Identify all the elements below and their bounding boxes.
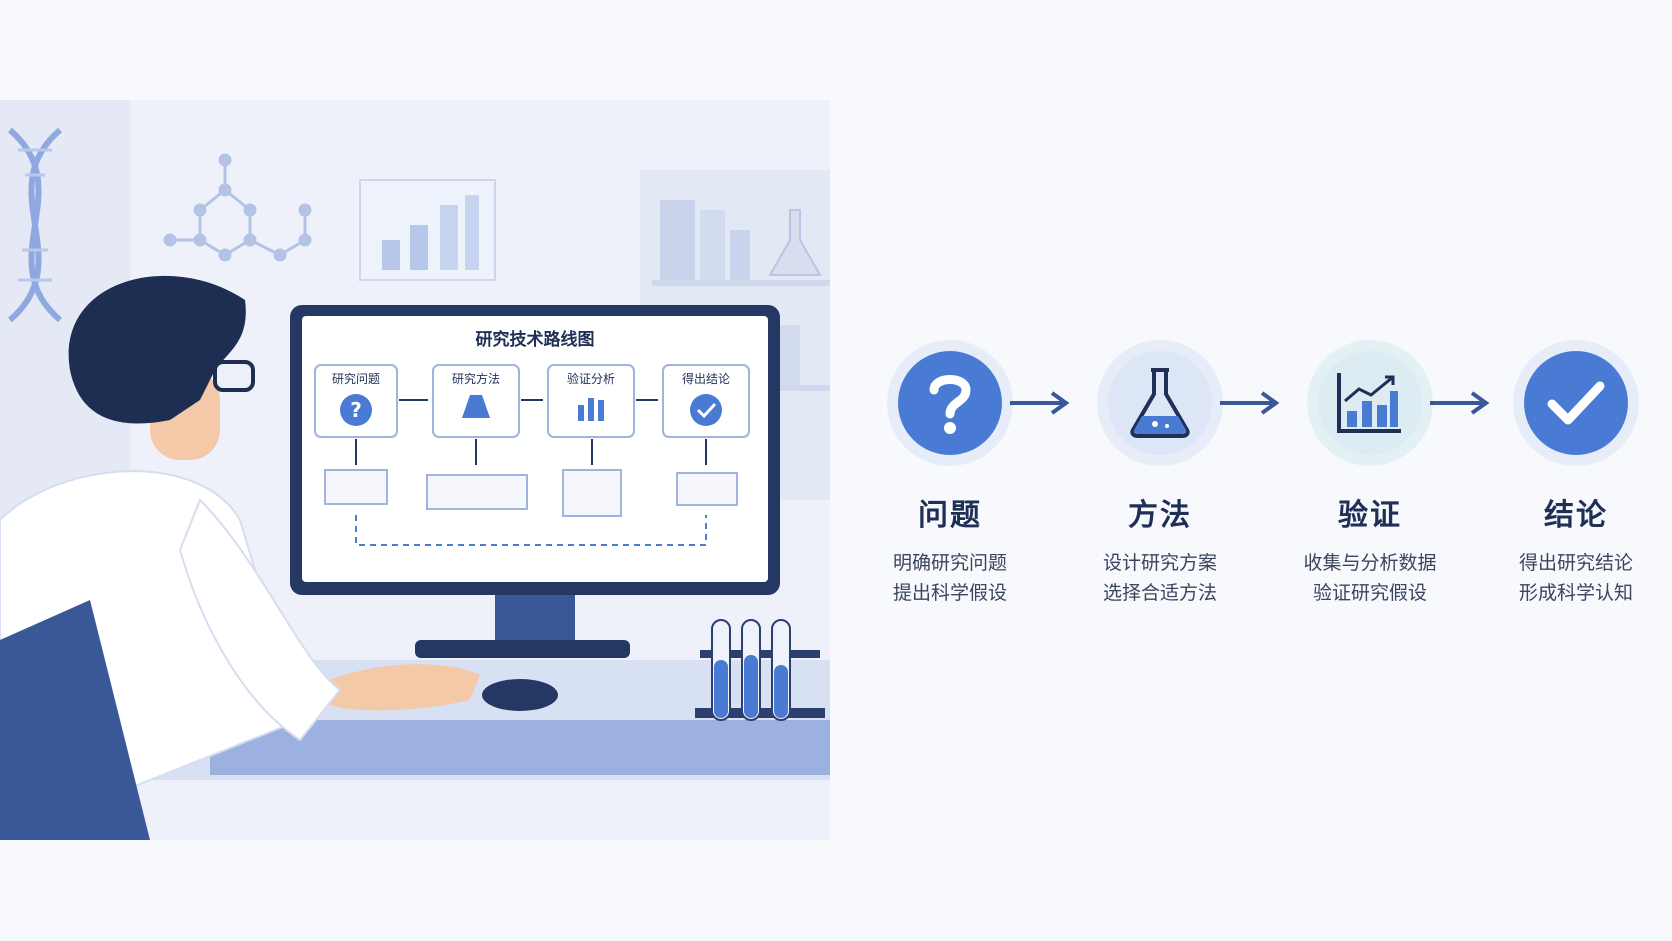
illustration-scene: ? 研究技术路线图 研究问题 研究方法 验证分析 得出结论	[0, 100, 830, 840]
screen-box-label: 研究问题	[332, 371, 380, 386]
monitor-title: 研究技术路线图	[476, 329, 595, 350]
monitor-screen	[302, 316, 768, 582]
step-desc-line: 收集与分析数据	[1303, 552, 1437, 574]
step-desc-line: 提出科学假设	[892, 582, 1007, 604]
step-desc: 设计研究方案 选择合适方法	[1070, 548, 1250, 608]
svg-text:?: ?	[350, 398, 362, 422]
step-desc-line: 得出研究结论	[1518, 552, 1633, 574]
screen-question-icon	[340, 394, 372, 426]
step-desc-line: 选择合适方法	[1102, 582, 1217, 604]
screen-chart-icon	[578, 405, 584, 421]
researcher-illustration: ? 研究技术路线图 研究问题 研究方法 验证分析 得出结论	[0, 100, 830, 840]
screen-box-label: 得出结论	[682, 371, 730, 386]
screen-note	[324, 469, 388, 505]
screen-box-label: 验证分析	[567, 371, 615, 386]
step-desc: 明确研究问题 提出科学假设	[860, 548, 1040, 608]
step-desc-line: 设计研究方案	[1102, 552, 1217, 574]
step-method: 方法 设计研究方案 选择合适方法	[1070, 340, 1250, 608]
test-tubes-icon	[695, 619, 825, 721]
check-icon	[1524, 351, 1628, 455]
flask-icon	[1108, 351, 1212, 455]
step-desc-line: 验证研究假设	[1312, 582, 1427, 604]
screen-box-label: 研究方法	[452, 371, 500, 386]
step-circle	[1307, 340, 1433, 466]
step-desc-line: 形成科学认知	[1518, 582, 1633, 604]
step-circle	[887, 340, 1013, 466]
arrow-right-icon	[1430, 391, 1490, 415]
hair	[68, 275, 246, 424]
process-steps: 问题 明确研究问题 提出科学假设 方法 设计研究方案 选择合适方法 验证 收集与…	[860, 340, 1650, 640]
step-desc-line: 明确研究问题	[892, 552, 1007, 574]
step-circle	[1097, 340, 1223, 466]
step-verify: 验证 收集与分析数据 验证研究假设	[1280, 340, 1460, 608]
step-question: 问题 明确研究问题 提出科学假设	[860, 340, 1040, 608]
mouse-icon	[482, 679, 558, 711]
monitor	[290, 305, 780, 658]
step-desc: 得出研究结论 形成科学认知	[1486, 548, 1666, 608]
chart-icon	[1318, 351, 1422, 455]
screen-check-icon	[690, 394, 722, 426]
molecule-icon	[163, 153, 312, 262]
shelf-flask-icon	[768, 209, 822, 276]
hand	[330, 664, 480, 711]
researcher	[0, 275, 558, 840]
chair	[0, 600, 150, 840]
arrow-right-icon	[1220, 391, 1280, 415]
feedback-loop	[355, 515, 707, 546]
step-conclusion: 结论 得出研究结论 形成科学认知	[1486, 340, 1666, 608]
step-circle	[1513, 340, 1639, 466]
step-title: 结论	[1544, 498, 1608, 533]
screen-flask-icon	[462, 395, 490, 418]
dna-icon	[8, 127, 62, 323]
step-desc: 收集与分析数据 验证研究假设	[1280, 548, 1460, 608]
question-icon	[898, 351, 1002, 455]
step-title: 问题	[918, 498, 982, 533]
step-title: 方法	[1128, 498, 1192, 533]
arrow-right-icon	[1010, 391, 1070, 415]
glasses-icon	[213, 360, 255, 392]
step-title: 验证	[1338, 498, 1402, 533]
